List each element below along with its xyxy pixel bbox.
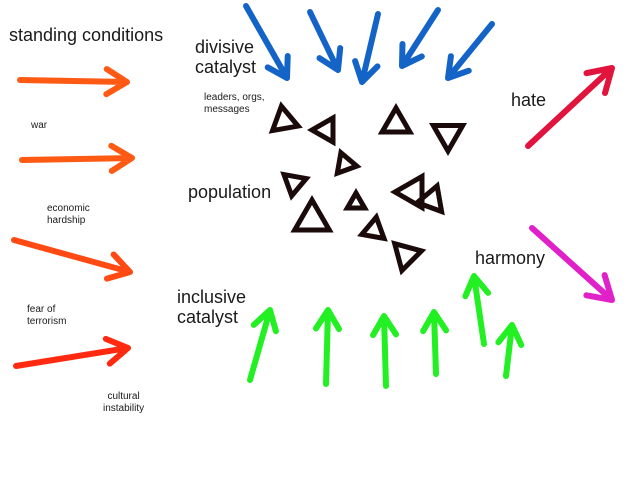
condition-label-fear-of-terrorism: fear of terrorism — [27, 304, 67, 327]
population-triangle — [280, 171, 311, 201]
condition-label-war: war — [31, 120, 48, 131]
inclusive-catalyst-arrows — [247, 273, 525, 389]
harmony-label: harmony — [475, 248, 546, 268]
population-label: population — [188, 182, 272, 202]
divisive-arrow — [352, 11, 381, 85]
standing-condition-arrows — [11, 66, 135, 369]
condition-arrow — [19, 142, 135, 174]
population-triangle — [412, 181, 445, 216]
divisive-arrow — [445, 21, 495, 81]
standing-conditions-title: standing conditions — [9, 25, 164, 45]
condition-arrow — [17, 66, 130, 98]
divisive-arrow — [307, 9, 344, 73]
divisive-catalyst-label: divisive catalyst — [195, 37, 257, 78]
divisive-examples-label: leaders, orgs, messages — [204, 92, 265, 115]
population-triangle — [391, 240, 427, 276]
inclusive-arrow — [495, 322, 525, 379]
divisive-catalyst-arrows — [243, 3, 495, 85]
population-triangle — [377, 103, 415, 135]
condition-arrow — [13, 335, 131, 369]
inclusive-arrow — [247, 307, 279, 383]
harmony-arrow — [529, 225, 615, 303]
condition-arrow — [11, 237, 133, 282]
population-triangle — [390, 172, 425, 212]
outcome-arrows — [525, 65, 615, 303]
population-triangle — [342, 188, 370, 211]
population-triangle — [290, 194, 334, 233]
inclusive-arrow — [312, 307, 342, 387]
population-triangle — [334, 147, 362, 178]
condition-label-economic-hardship: economic hardship — [47, 203, 90, 226]
population-triangle — [268, 101, 303, 134]
divisive-arrow — [399, 7, 441, 69]
inclusive-arrow — [462, 273, 492, 347]
divisive-arrow — [243, 3, 291, 81]
inclusive-arrow — [370, 313, 400, 389]
population-triangle — [306, 113, 336, 147]
population-triangle — [357, 212, 388, 242]
population-triangles — [268, 101, 468, 276]
inclusive-arrow — [420, 309, 450, 377]
inclusive-catalyst-label: inclusive catalyst — [177, 287, 247, 328]
hate-arrow — [525, 65, 615, 149]
hate-label: hate — [511, 90, 547, 110]
condition-label-cultural-instability: cultural instability — [103, 391, 145, 414]
population-triangle — [428, 123, 468, 157]
